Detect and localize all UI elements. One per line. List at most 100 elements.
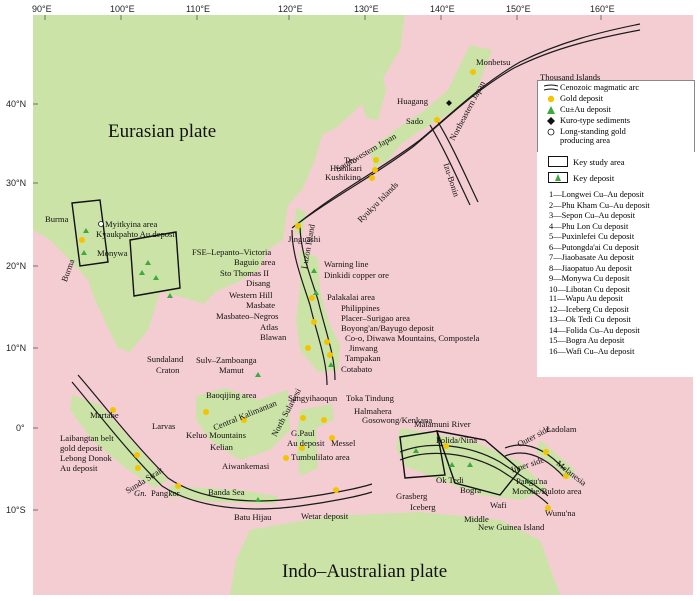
asia-land xyxy=(33,15,405,352)
lat-label: 20°N xyxy=(6,261,27,271)
australia-land xyxy=(230,512,560,595)
key-study-icon xyxy=(548,156,568,167)
lon-label: 140°E xyxy=(430,4,455,14)
label-jinguashi: Jinguashi xyxy=(288,234,321,244)
label-grasberg: Grasberg xyxy=(396,491,428,501)
deposit-item: 10—Libotan Cu deposit xyxy=(549,284,630,294)
legend-gold: Gold deposit xyxy=(560,94,604,103)
legend-kuro: Kuro-type sediments xyxy=(560,116,631,125)
label-lebong: Lebong Donok xyxy=(60,453,112,463)
label-panguna: Pangu'na xyxy=(516,476,548,486)
label-gold-deposit: gold deposit xyxy=(60,443,103,453)
label-jinwang: Jinwang xyxy=(349,343,378,353)
label-dinkidi: Dinkidi copper ore xyxy=(324,270,389,280)
label-tumbulilato: Tumbulilato area xyxy=(291,452,350,462)
label-coo: Co-o, Diwawa Mountains, Compostela xyxy=(345,333,480,343)
label-wetar: Wetar deposit xyxy=(301,511,349,521)
label-iceberg: Iceberg xyxy=(410,502,436,512)
label-toka: Toka Tindung xyxy=(346,393,394,403)
lon-label: 100°E xyxy=(110,4,135,14)
label-halmahera: Halmahera xyxy=(354,406,392,416)
legend-key-panel: Key study area Key deposit 1—Longwei Cu–… xyxy=(537,152,695,305)
label-monbetsu: Monbetsu xyxy=(476,57,511,67)
borneo-land xyxy=(196,388,290,460)
label-banda-sea: Banda Sea xyxy=(208,487,245,497)
label-messel: Messel xyxy=(331,438,356,448)
label-fse: FSE–Lepanto–Victoria xyxy=(192,247,272,257)
lat-label: 40°N xyxy=(6,99,27,109)
lon-label: 130°E xyxy=(354,4,379,14)
eurasian-plate-label: Eurasian plate xyxy=(108,121,217,142)
label-philippines: Philippines xyxy=(341,303,380,313)
japan-land xyxy=(370,45,492,168)
label-western-hill: Western Hill xyxy=(229,290,273,300)
label-thousand-islands: Thousand Islands xyxy=(540,72,601,82)
label-placer: Placer–Surigao area xyxy=(341,313,410,323)
cu-legend-icon xyxy=(547,106,555,114)
label-batu-hijau: Batu Hijau xyxy=(234,512,272,522)
label-blawan: Blawan xyxy=(260,332,287,342)
deposit-item: 9—Monywa Cu deposit xyxy=(549,274,630,283)
deposit-item: 2—Phu Kham Cu–Au deposit xyxy=(549,200,650,210)
deposit-item: 3—Sepon Cu–Au deposit xyxy=(549,211,636,220)
label-hishikari: Hishikari xyxy=(330,163,362,173)
deposit-item: 4—Phu Lon Cu deposit xyxy=(549,221,629,231)
label-sundaland: Sundaland xyxy=(147,354,184,364)
deposit-item: 1—Longwei Cu–Au deposit xyxy=(549,190,644,199)
label-morobe: Morobe/Buloto area xyxy=(512,486,582,496)
deposit-item: 13—Ok Tedi Cu deposit xyxy=(549,315,631,324)
lon-label: 90°E xyxy=(32,4,52,14)
legend-long-standing-2: producing area xyxy=(560,136,610,145)
label-kelian: Kelian xyxy=(210,442,233,452)
label-teo: Teo xyxy=(344,155,357,165)
label-warning: Warning line xyxy=(324,259,369,269)
deposit-item: 16—Wafi Cu–Au deposit xyxy=(549,346,635,356)
label-middle: Middle xyxy=(464,514,489,524)
label-mamut: Mamut xyxy=(219,365,244,375)
label-palakalai: Palakalai area xyxy=(327,292,375,302)
deposit-item: 5—Puxinlefei Cu deposit xyxy=(549,232,635,241)
label-aiwankemasi: Aiwankemasi xyxy=(222,461,270,471)
lat-label: 30°N xyxy=(6,178,27,188)
key-study-areas xyxy=(71,199,521,496)
lon-label: 110°E xyxy=(186,4,210,14)
label-bogra: Bogra xyxy=(460,485,482,495)
legend-arc: Cenozoic magmatic arc xyxy=(560,83,640,92)
label-martabe: Martabe xyxy=(90,410,119,420)
label-sangyihaoqun: Sangyihaoqun xyxy=(288,393,338,403)
label-myitkyina: Myitkyina area xyxy=(105,219,158,229)
label-gn: Gn. xyxy=(134,488,147,498)
kuro-sediment-marker xyxy=(446,100,452,106)
label-wunuma: Wunu'na xyxy=(545,508,576,518)
magmatic-arcs xyxy=(71,23,641,510)
lat-label: 10°N xyxy=(6,343,27,353)
gold-legend-icon xyxy=(547,95,555,103)
label-ladolam: Ladolam xyxy=(546,424,577,434)
deposit-item: 12—Iceberg Cu deposit xyxy=(549,304,629,314)
label-masbate: Masbate xyxy=(246,300,276,310)
label-laibangtan: Laibangtan belt xyxy=(60,433,114,443)
lat-label: 0° xyxy=(16,423,25,433)
label-tampakan: Tampakan xyxy=(345,353,381,363)
label-au-deposit: Au deposit xyxy=(287,438,325,448)
graticule-ticks xyxy=(33,15,602,511)
label-masbateo-negros: Masbateo–Negros xyxy=(216,311,279,321)
label-keluo: Keluo Mountains xyxy=(186,430,246,440)
label-monywa: Monywa xyxy=(97,248,128,258)
deposit-item: 15—Bogra Au deposit xyxy=(549,336,625,345)
long-standing-legend-icon xyxy=(547,128,555,136)
legend-key-deposit: Key deposit xyxy=(573,173,615,183)
label-atlas: Atlas xyxy=(260,322,279,332)
label-larvas: Larvas xyxy=(152,421,176,431)
java-land xyxy=(168,486,278,504)
label-gosowong: Gosowong/Kenkana xyxy=(362,415,433,425)
sumatra-land xyxy=(70,395,168,488)
label-baguio: Baguio area xyxy=(234,257,276,267)
label-new-guinea: New Guinea Island xyxy=(478,522,545,532)
label-kyaukpahto: Kyaukpahto Au deposit xyxy=(96,229,178,239)
label-au-deposit-2: Au deposit xyxy=(60,463,98,473)
korea-land xyxy=(360,65,386,120)
legend-cu: Cu±Au deposit xyxy=(560,105,611,114)
label-baoqijing: Baoqijing area xyxy=(206,390,257,400)
label-pangkor: Pangkor xyxy=(151,488,180,498)
